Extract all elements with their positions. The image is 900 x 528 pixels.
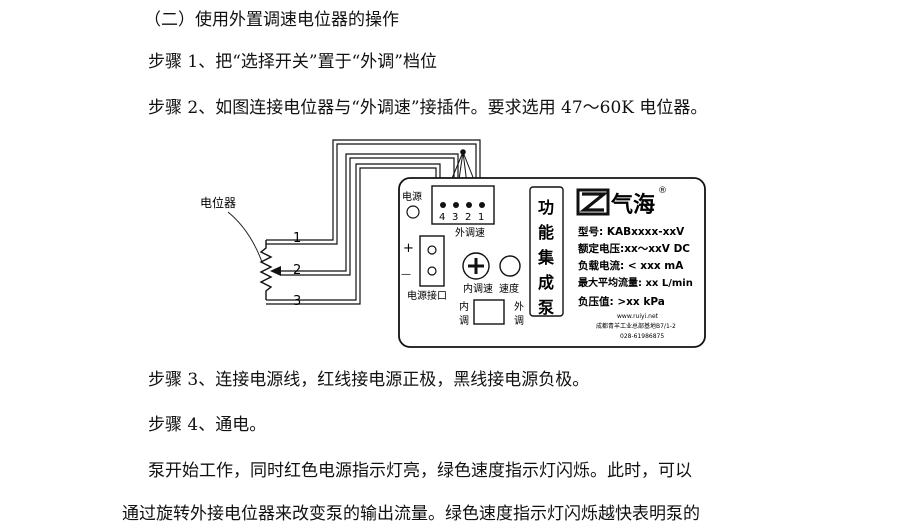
wire-1-inner xyxy=(266,143,477,245)
power-port-label: 电源接口 xyxy=(407,289,447,302)
pin-number-3: 3 xyxy=(452,212,458,223)
terminal-pin-1 xyxy=(479,202,485,208)
section-heading: （二）使用外置调速电位器的操作 xyxy=(144,10,399,30)
paragraph-line-2: 通过旋转外接电位器来改变泵的输出流量。绿色速度指示灯闪烁越快表明泵的 xyxy=(122,504,700,524)
minus-sign: — xyxy=(401,269,411,280)
wire-2-inner xyxy=(281,157,455,276)
pin-number-4: 4 xyxy=(439,212,445,223)
step-4-text: 步骤 4、通电。 xyxy=(148,415,267,435)
company-address: 成都青羊工业总部基地B7/1-2 xyxy=(596,322,676,330)
wire-number-3: 3 xyxy=(293,294,301,309)
internal-speed-label: 内调速 xyxy=(463,282,493,295)
terminal-pin-2 xyxy=(466,202,472,208)
switch-label-external: 调 xyxy=(514,315,524,327)
potentiometer-symbol xyxy=(259,240,273,300)
wire-number-2: 2 xyxy=(293,263,301,278)
product-name-char: 集 xyxy=(537,248,555,267)
product-name-box xyxy=(529,186,564,317)
switch-label-internal: 内 xyxy=(459,300,469,313)
switch-label-external: 外 xyxy=(514,301,524,313)
potentiometer-leader xyxy=(227,211,263,263)
product-name-char: 功 xyxy=(538,198,554,217)
power-port-hole xyxy=(427,266,437,276)
power-port-hole xyxy=(427,245,437,255)
speed-indicator-light xyxy=(499,255,521,277)
product-name-char: 能 xyxy=(538,223,554,242)
pin-number-2: 2 xyxy=(465,212,471,223)
step-1-text: 步骤 1、把“选择开关”置于“外调”档位 xyxy=(148,52,437,72)
external-speed-label: 外调速 xyxy=(455,227,485,239)
spec-flow: 最大平均流量: xx L/min xyxy=(578,276,693,289)
company-phone: 028-61986875 xyxy=(620,333,664,340)
selector-switch xyxy=(473,299,505,325)
wire-3-outer xyxy=(266,163,441,301)
product-name-char: 成 xyxy=(538,273,554,292)
power-label: 电源 xyxy=(402,190,422,203)
spec-voltage: 额定电压:xx～xxV DC xyxy=(577,242,690,255)
website-url: www.ruiyi.net xyxy=(617,313,659,320)
terminal-pin-4 xyxy=(440,202,446,208)
spec-model: 型号: KABxxxx-xxV xyxy=(578,225,685,238)
plus-sign: + xyxy=(403,241,414,256)
spec-current: 负载电流: < xxx mA xyxy=(578,259,684,272)
wiper-arrow xyxy=(270,266,281,276)
paragraph-line-1: 泵开始工作，同时红色电源指示灯亮，绿色速度指示灯闪烁。此时，可以 xyxy=(148,461,692,481)
speed-label: 速度 xyxy=(499,282,519,295)
pin-number-1: 1 xyxy=(478,212,484,223)
potentiometer-label: 电位器 xyxy=(200,195,236,210)
brand-logo-icon xyxy=(576,188,610,216)
spec-vacuum: 负压值: >xx kPa xyxy=(578,295,665,308)
wire-1-outer xyxy=(266,139,481,241)
product-name-char: 泵 xyxy=(537,298,554,317)
step-3-text: 步骤 3、连接电源线，红线接电源正极，黑线接电源负极。 xyxy=(148,370,590,390)
registered-mark: ® xyxy=(658,186,667,196)
wire-3-inner xyxy=(266,167,437,305)
wire-number-1: 1 xyxy=(293,231,301,246)
terminal-pin-3 xyxy=(453,202,459,208)
brand-name: 气海 xyxy=(610,192,655,218)
step-2-text: 步骤 2、如图连接电位器与“外调速”接插件。要求选用 47～60K 电位器。 xyxy=(148,98,708,118)
switch-label-internal: 调 xyxy=(459,315,469,327)
power-port xyxy=(419,235,445,287)
power-indicator-light xyxy=(406,205,420,219)
